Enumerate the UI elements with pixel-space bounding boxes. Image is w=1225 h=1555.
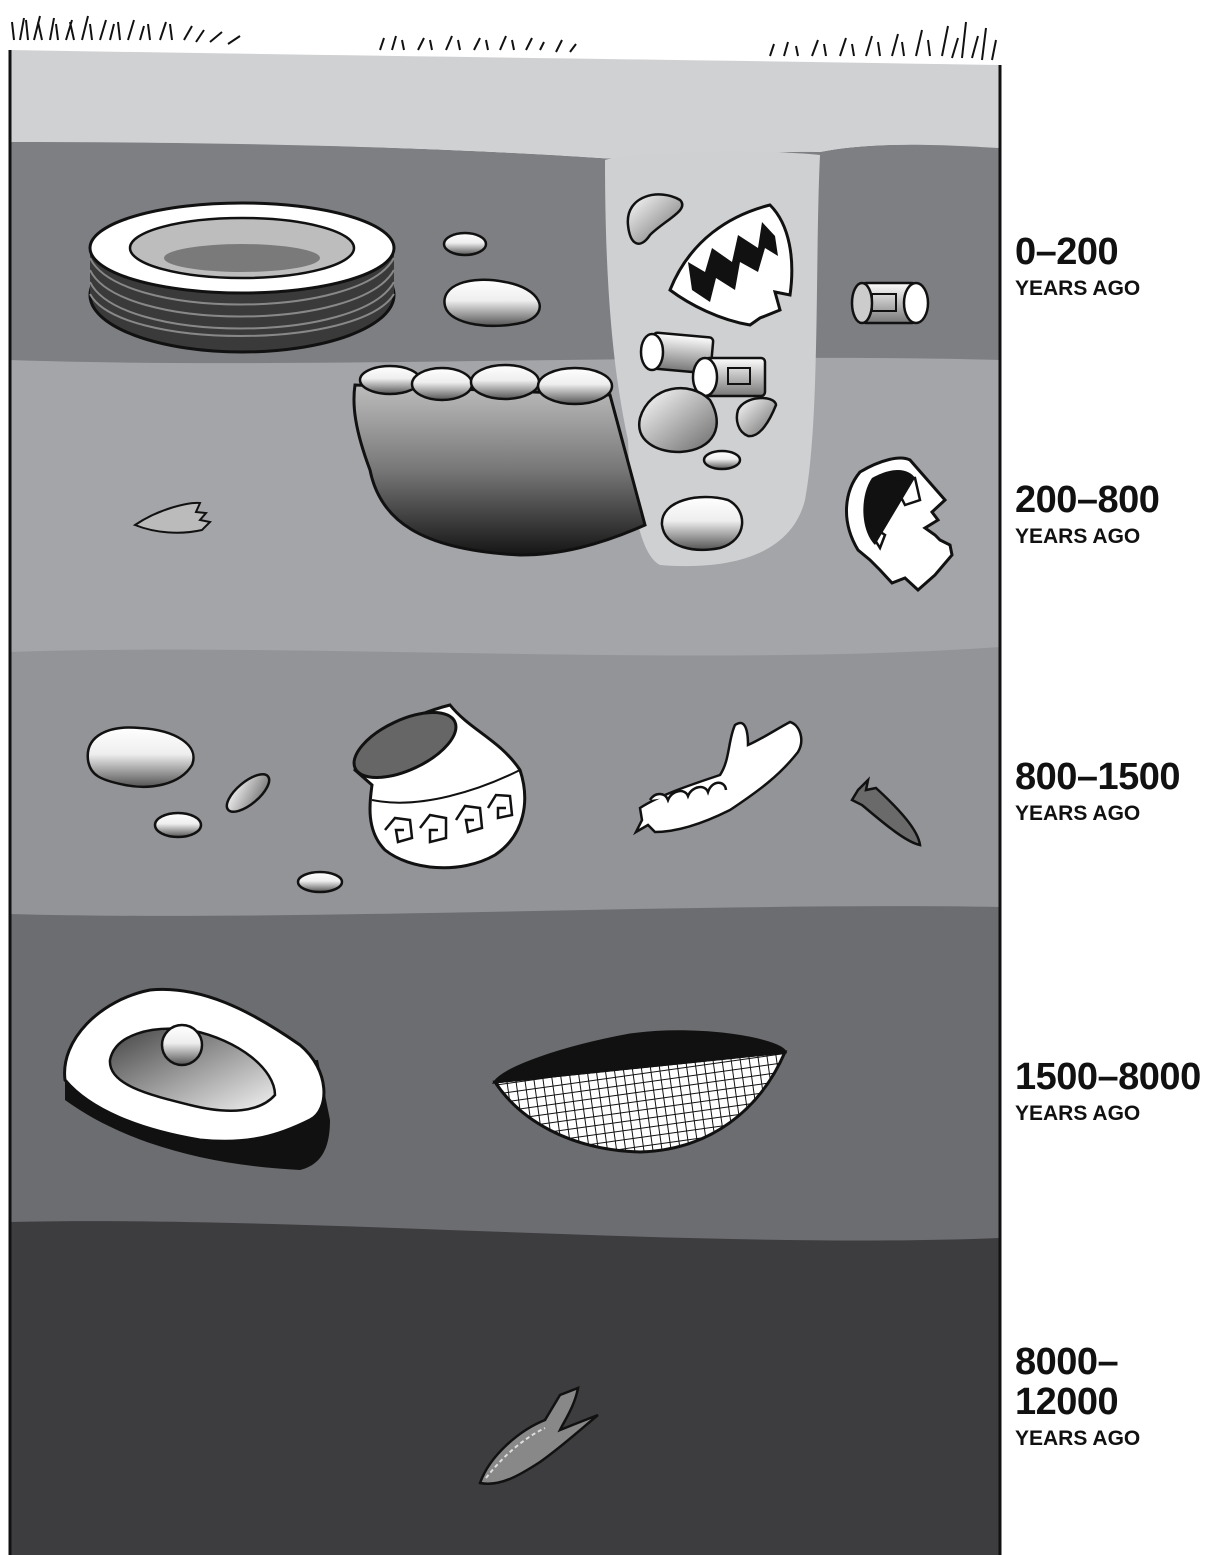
tin-can-icon bbox=[852, 283, 928, 323]
age-label-800-1500: 800–1500 YEARS AGO bbox=[1015, 757, 1220, 827]
tin-can-icon bbox=[693, 358, 765, 396]
age-unit: YEARS AGO bbox=[1015, 524, 1220, 550]
age-unit: YEARS AGO bbox=[1015, 801, 1220, 827]
tire-icon bbox=[90, 203, 394, 352]
pebble-icon bbox=[155, 813, 201, 837]
topsoil-layer bbox=[10, 50, 1000, 159]
age-range: 1500–8000 bbox=[1015, 1057, 1220, 1097]
age-range: 8000–12000 bbox=[1015, 1342, 1220, 1422]
age-range: 200–800 bbox=[1015, 480, 1220, 520]
stone-icon bbox=[662, 497, 742, 550]
age-range: 800–1500 bbox=[1015, 757, 1220, 797]
layer-8000-12000 bbox=[10, 1218, 1000, 1555]
age-range: 0–200 bbox=[1015, 232, 1220, 272]
age-label-8000-12000: 8000–12000 YEARS AGO bbox=[1015, 1342, 1220, 1452]
stone-icon bbox=[88, 727, 194, 786]
pebble-icon bbox=[298, 872, 342, 892]
pebble-icon bbox=[444, 233, 486, 255]
age-unit: YEARS AGO bbox=[1015, 276, 1220, 302]
age-label-0-200: 0–200 YEARS AGO bbox=[1015, 232, 1220, 302]
age-label-1500-8000: 1500–8000 YEARS AGO bbox=[1015, 1057, 1220, 1127]
age-unit: YEARS AGO bbox=[1015, 1426, 1220, 1452]
age-unit: YEARS AGO bbox=[1015, 1101, 1220, 1127]
age-label-200-800: 200–800 YEARS AGO bbox=[1015, 480, 1220, 550]
pebble-icon bbox=[704, 451, 740, 469]
